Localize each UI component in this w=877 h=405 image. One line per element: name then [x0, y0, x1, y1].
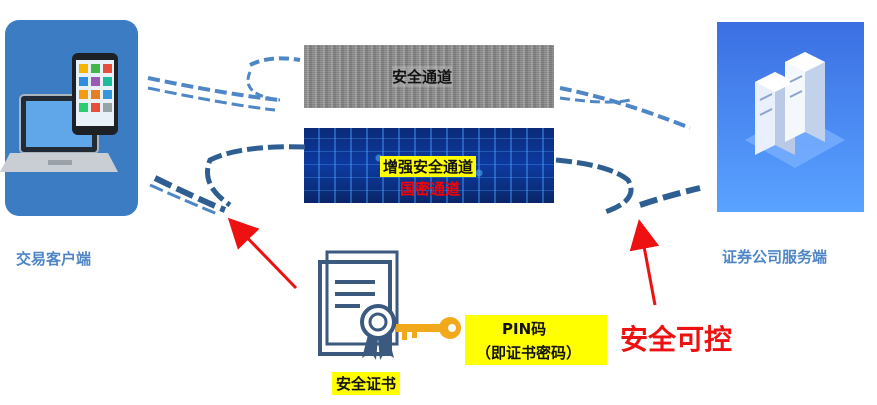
guomi-channel-label: 国密通道	[400, 180, 461, 198]
arrow-to-client	[227, 217, 298, 290]
enhanced-channel-label: 增强安全通道	[380, 156, 477, 177]
secure-control-tagline: 安全可控	[620, 323, 733, 356]
pin-label: PIN码	[502, 320, 547, 338]
certificate-icon	[318, 250, 399, 360]
client-label: 交易客户端	[16, 250, 92, 268]
arrow-to-server	[629, 219, 660, 306]
pin-description: （即证书密码）	[476, 344, 582, 362]
secure-channel-connector	[147, 56, 691, 130]
smartphone-icon	[72, 53, 118, 135]
pin-highlight-box	[465, 315, 607, 365]
certificate-label: 安全证书	[332, 372, 401, 395]
secure-channel-box	[304, 45, 554, 108]
server-rack-icon	[745, 52, 845, 168]
server-label: 证券公司服务端	[722, 248, 828, 266]
key-icon	[396, 317, 461, 340]
secure-channel-label: 安全通道	[392, 66, 453, 87]
enhanced-channel-connector	[149, 144, 701, 217]
